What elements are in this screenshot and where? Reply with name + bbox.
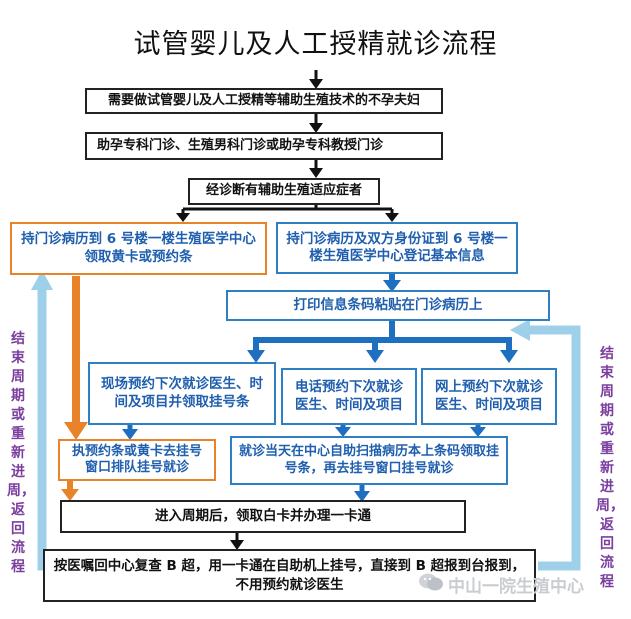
option-onsite-booking: 现场预约下次就诊医生、时间及项目并领取挂号条 [88, 362, 276, 425]
step-get-yellow-card: 持门诊病历到 6 号楼一楼生殖医学中心领取黄卡或预约条 [10, 222, 267, 275]
step-clinic: 助孕专科门诊、生殖男科门诊或助孕专科教授门诊 [85, 132, 443, 160]
return-label-left: 结束周期或重新进周，返回流程 [7, 331, 35, 575]
step-print-barcode: 打印信息条码粘贴在门诊病历上 [226, 290, 550, 321]
step-get-yellow-card-text: 持门诊病历到 6 号楼一楼生殖医学中心领取黄卡或预约条 [21, 231, 256, 265]
watermark-text: 中山一院生殖中心 [448, 577, 584, 597]
step-infertile-couple: 需要做试管婴儿及人工授精等辅助生殖技术的不孕夫妇 [85, 88, 443, 114]
return-arrow-right [510, 319, 581, 571]
step-follow-up: 按医嘱回中心复查 B 超，用一卡通在自助机上挂号，直接到 B 超报到台报到，不用… [43, 549, 536, 602]
arrow-s3-split [176, 205, 399, 222]
step-enter-cycle-text: 进入周期后，领取白卡并办理一卡通 [155, 507, 371, 524]
return-label-right: 结束周期或重新进周，返回流程 [596, 346, 624, 590]
step-self-scan-text: 就诊当天在中心自助扫描病历本上条码领取挂号条，再去挂号窗口挂号就诊 [238, 444, 499, 476]
page-title: 试管婴儿及人工授精就诊流程 [133, 29, 498, 60]
option-phone-booking: 电话预约下次就诊医生、时间及项目 [281, 368, 417, 425]
option-onsite-booking-text: 现场预约下次就诊医生、时间及项目并领取挂号条 [101, 376, 263, 410]
return-arrow-left [31, 270, 60, 571]
arrow-s2-to-s3 [309, 160, 323, 178]
arrow-left-b-to-enter [61, 481, 79, 501]
arrow-enter-to-final [230, 533, 244, 550]
arrow-print-to-options [247, 321, 518, 363]
arrow-opt1-to-left-b [122, 425, 138, 440]
step-register-info-text: 持门诊病历及双方身份证到 6 号楼一楼生殖医学中心登记基本信息 [286, 230, 508, 264]
arrow-opt2-opt3-to-right-b [335, 425, 486, 437]
step-indication: 经诊断有辅助生殖适应症者 [188, 178, 380, 205]
option-phone-booking-text: 电话预约下次就诊医生、时间及项目 [295, 379, 403, 413]
step-register-info: 持门诊病历及双方身份证到 6 号楼一楼生殖医学中心登记基本信息 [276, 222, 518, 274]
arrow-right-a-to-print [383, 273, 401, 292]
arrow-left-a-to-left-b [64, 276, 88, 440]
step-infertile-couple-text: 需要做试管婴儿及人工授精等辅助生殖技术的不孕夫妇 [107, 92, 420, 108]
step-enter-cycle: 进入周期后，领取白卡并办理一卡通 [60, 500, 466, 533]
arrow-right-b-to-enter [354, 485, 370, 502]
watermark: 中山一院生殖中心 [418, 572, 584, 597]
step-queue-register: 执预约条或黄卡去挂号窗口排队挂号就诊 [58, 439, 216, 481]
option-online-booking-text: 网上预约下次就诊医生、时间及项目 [435, 379, 543, 413]
option-online-booking: 网上预约下次就诊医生、时间及项目 [421, 368, 557, 425]
wechat-logo-icon [418, 572, 444, 597]
step-follow-up-text: 按医嘱回中心复查 B 超，用一卡通在自助机上挂号，直接到 B 超报到台报到，不用… [53, 558, 526, 593]
arrow-title-to-s1 [309, 70, 323, 89]
step-queue-register-text: 执预约条或黄卡去挂号窗口排队挂号就诊 [71, 443, 202, 475]
step-self-scan: 就诊当天在中心自助扫描病历本上条码领取挂号条，再去挂号窗口挂号就诊 [230, 436, 508, 485]
step-indication-text: 经诊断有辅助生殖适应症者 [205, 183, 362, 199]
step-clinic-text: 助孕专科门诊、生殖男科门诊或助孕专科教授门诊 [97, 137, 384, 153]
arrow-s1-to-s2 [309, 113, 323, 133]
step-print-barcode-text: 打印信息条码粘贴在门诊病历上 [293, 296, 483, 313]
